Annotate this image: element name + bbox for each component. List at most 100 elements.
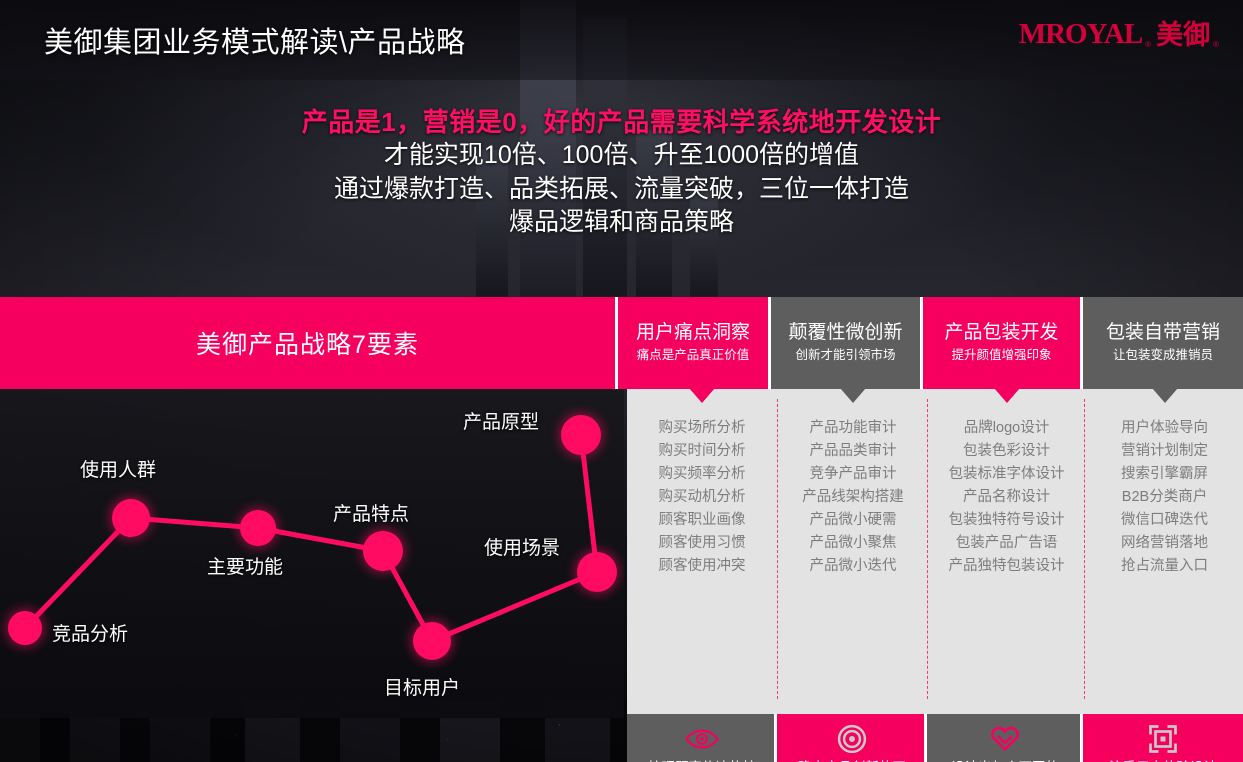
list-item: 网络营销落地 bbox=[1121, 535, 1208, 551]
list-item: 用户体验导向 bbox=[1121, 420, 1208, 436]
column-divider-dashed bbox=[927, 399, 928, 699]
logo-registered-mark-2: ® bbox=[1213, 40, 1219, 49]
list-item: 包装标准字体设计 bbox=[948, 466, 1065, 482]
column-item-list: 产品功能审计产品品类审计竞争产品审计产品线架构搭建产品微小硬需产品微小聚焦产品微… bbox=[779, 417, 927, 578]
column-header-subtitle: 让包装变成推销员 bbox=[1112, 348, 1213, 363]
network-node[interactable] bbox=[577, 552, 617, 592]
footer-card-3[interactable]: 设计出与众不同的产品包装 bbox=[927, 714, 1083, 762]
lead-line-4: 爆品逻辑和商品策略 bbox=[508, 207, 734, 236]
list-item: 购买时间分析 bbox=[658, 443, 746, 459]
list-item: 产品名称设计 bbox=[963, 489, 1050, 505]
footer-card-2[interactable]: 确定产品创新的不同开发方向 bbox=[777, 714, 927, 762]
network-node-label: 竞品分析 bbox=[52, 624, 129, 645]
logo-chinese-name: 美御 bbox=[1156, 20, 1211, 50]
list-item: 搜索引擎霸屏 bbox=[1121, 466, 1208, 482]
list-item: 产品微小迭代 bbox=[809, 558, 897, 574]
list-item: 产品线架构搭建 bbox=[802, 489, 904, 505]
column-2: 产品功能审计产品品类审计竞争产品审计产品线架构搭建产品微小硬需产品微小聚焦产品微… bbox=[779, 388, 927, 714]
network-node[interactable] bbox=[8, 611, 42, 645]
header-cell-separator bbox=[768, 297, 771, 389]
panel-header-cells: 用户痛点洞察痛点是产品真正价值颠覆性微创新创新才能引领市场产品包装开发提升颜值增… bbox=[615, 297, 1243, 389]
list-item: 包装产品广告语 bbox=[955, 535, 1058, 551]
strategy-panel: 美御产品战略7要素 用户痛点洞察痛点是产品真正价值颠覆性微创新创新才能引领市场产… bbox=[0, 297, 1243, 762]
column-header-subtitle: 痛点是产品真正价值 bbox=[636, 348, 750, 363]
footer-card-text-line1: 确定产品创新的不 bbox=[798, 758, 906, 762]
list-item: 产品品类审计 bbox=[809, 443, 897, 459]
column-header-subtitle: 提升颜值增强印象 bbox=[951, 348, 1052, 363]
list-item: 包装独特符号设计 bbox=[948, 512, 1065, 528]
network-node-label: 使用场景 bbox=[484, 538, 561, 559]
footer-card-text-line1: 注重用户体验设计 bbox=[1109, 758, 1217, 762]
footer-card-text-line1: 梳理顾客传达的核 bbox=[648, 758, 756, 762]
list-item: B2B分类商户 bbox=[1121, 489, 1208, 505]
panel-body: 竞品分析使用人群主要功能产品特点目标用户使用场景产品原型 购买场所分析购买时间分… bbox=[0, 388, 1243, 762]
column-header-2[interactable]: 颠覆性微创新创新才能引领市场 bbox=[771, 297, 920, 389]
column-pointer-triangle bbox=[689, 388, 715, 403]
column-header-title: 产品包装开发 bbox=[944, 322, 1059, 344]
footer-card-1[interactable]: 梳理顾客传达的核心商业信息 bbox=[627, 714, 777, 762]
column-pointer-triangle bbox=[1151, 388, 1178, 403]
column-divider-dashed bbox=[777, 399, 778, 699]
footer-card-separator bbox=[1080, 714, 1083, 762]
column-item-list: 品牌logo设计包装色彩设计包装标准字体设计产品名称设计包装独特符号设计包装产品… bbox=[929, 417, 1084, 578]
network-nodes: 竞品分析使用人群主要功能产品特点目标用户使用场景产品原型 bbox=[0, 389, 624, 718]
list-item: 抢占流量入口 bbox=[1121, 558, 1208, 574]
panel-header-row: 美御产品战略7要素 用户痛点洞察痛点是产品真正价值颠覆性微创新创新才能引领市场产… bbox=[0, 297, 1243, 389]
logo-registered-mark: ® bbox=[1145, 40, 1152, 49]
network-node[interactable] bbox=[413, 622, 451, 660]
list-item: 购买场所分析 bbox=[658, 420, 746, 436]
panel-main-title: 美御产品战略7要素 bbox=[196, 331, 419, 359]
footer-card-4[interactable]: 注重用户体验设计可降低营销成本 bbox=[1083, 714, 1243, 762]
network-node[interactable] bbox=[561, 415, 601, 455]
column-header-title: 颠覆性微创新 bbox=[788, 322, 903, 344]
element-columns: 购买场所分析购买时间分析购买频率分析购买动机分析顾客职业画像顾客使用习惯顾客使用… bbox=[627, 388, 1243, 718]
network-node-label: 主要功能 bbox=[207, 557, 284, 578]
network-node-label: 产品特点 bbox=[333, 504, 410, 525]
column-pointer-triangle bbox=[993, 388, 1020, 403]
list-item: 顾客职业画像 bbox=[658, 512, 746, 528]
column-header-subtitle: 创新才能引领市场 bbox=[795, 348, 896, 363]
column-header-3[interactable]: 产品包装开发提升颜值增强印象 bbox=[923, 297, 1080, 389]
header-cell-separator bbox=[920, 297, 923, 389]
footer-cards-row: 梳理顾客传达的核心商业信息确定产品创新的不同开发方向设计出与众不同的产品包装注重… bbox=[627, 714, 1243, 762]
brand-logo: MROYAL ® 美御 ® bbox=[1018, 18, 1219, 50]
network-node-label: 目标用户 bbox=[384, 678, 461, 699]
list-item: 产品微小硬需 bbox=[809, 512, 897, 528]
list-item: 购买动机分析 bbox=[658, 489, 746, 505]
list-item: 产品功能审计 bbox=[809, 420, 897, 436]
footer-card-separator bbox=[774, 714, 777, 762]
list-item: 产品独特包装设计 bbox=[948, 558, 1065, 574]
list-item: 顾客使用冲突 bbox=[658, 558, 746, 574]
column-header-title: 包装自带营销 bbox=[1105, 322, 1220, 344]
column-header-title: 用户痛点洞察 bbox=[635, 322, 750, 344]
network-area-tint bbox=[0, 389, 624, 718]
lead-line-3: 通过爆款打造、品类拓展、流量突破，三位一体打造 bbox=[333, 174, 909, 203]
column-pointer-triangle bbox=[840, 388, 866, 403]
header-cell-separator bbox=[615, 297, 618, 389]
column-divider-dashed bbox=[1084, 399, 1085, 699]
list-item: 包装色彩设计 bbox=[963, 443, 1050, 459]
target-icon bbox=[837, 722, 867, 756]
logo-wordmark: MROYAL bbox=[1018, 18, 1143, 50]
eye-icon bbox=[685, 722, 719, 756]
list-item: 品牌logo设计 bbox=[963, 420, 1050, 436]
lead-line-2: 才能实现10倍、100倍、升至1000倍的增值 bbox=[383, 141, 860, 170]
network-node[interactable] bbox=[240, 510, 276, 546]
network-diagram-area: 竞品分析使用人群主要功能产品特点目标用户使用场景产品原型 bbox=[0, 389, 624, 718]
column-header-4[interactable]: 包装自带营销让包装变成推销员 bbox=[1083, 297, 1243, 389]
network-node[interactable] bbox=[112, 499, 150, 537]
column-header-1[interactable]: 用户痛点洞察痛点是产品真正价值 bbox=[618, 297, 768, 389]
network-node[interactable] bbox=[363, 531, 403, 571]
column-3: 品牌logo设计包装色彩设计包装标准字体设计产品名称设计包装独特符号设计包装产品… bbox=[929, 388, 1084, 714]
column-1: 购买场所分析购买时间分析购买频率分析购买动机分析顾客职业画像顾客使用习惯顾客使用… bbox=[627, 388, 777, 714]
header-cell-separator bbox=[1080, 297, 1083, 389]
footer-card-separator bbox=[924, 714, 927, 762]
list-item: 顾客使用习惯 bbox=[658, 535, 746, 551]
slide-header: 美御集团业务模式解读\产品战略 MROYAL ® 美御 ® bbox=[0, 0, 1243, 80]
list-item: 竞争产品审计 bbox=[809, 466, 897, 482]
column-item-list: 购买场所分析购买时间分析购买频率分析购买动机分析顾客职业画像顾客使用习惯顾客使用… bbox=[627, 417, 777, 578]
footer-card-text-line1: 设计出与众不同的 bbox=[951, 758, 1059, 762]
